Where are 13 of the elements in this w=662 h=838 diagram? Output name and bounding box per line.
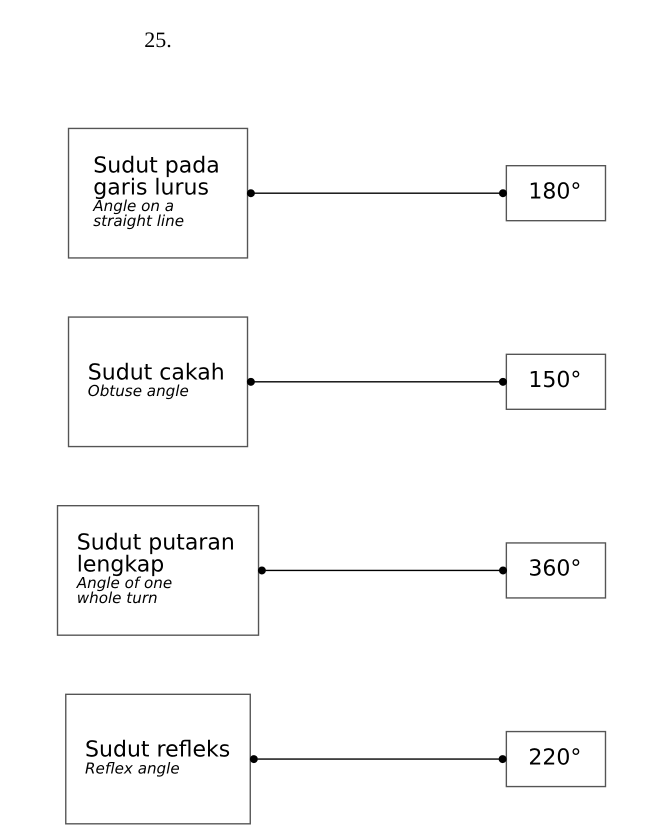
node-box: Sudut pada garis lurus Angle on a straight line	[67, 128, 248, 259]
connector	[257, 566, 507, 574]
node-box: 360°	[505, 542, 606, 599]
node-box: 150°	[505, 354, 606, 410]
connector	[249, 755, 506, 764]
connector	[246, 189, 506, 198]
node-box: 180°	[505, 164, 606, 222]
node-box: 220°	[505, 730, 606, 788]
node-box: Sudut refleks Reflex angle	[64, 694, 250, 824]
label: 25.	[144, 26, 172, 52]
node-box: Sudut putaran lengkap Angle of one whole turn	[56, 505, 259, 636]
node-box: Sudut cakah Obtuse angle	[67, 316, 248, 448]
connector	[246, 378, 506, 386]
